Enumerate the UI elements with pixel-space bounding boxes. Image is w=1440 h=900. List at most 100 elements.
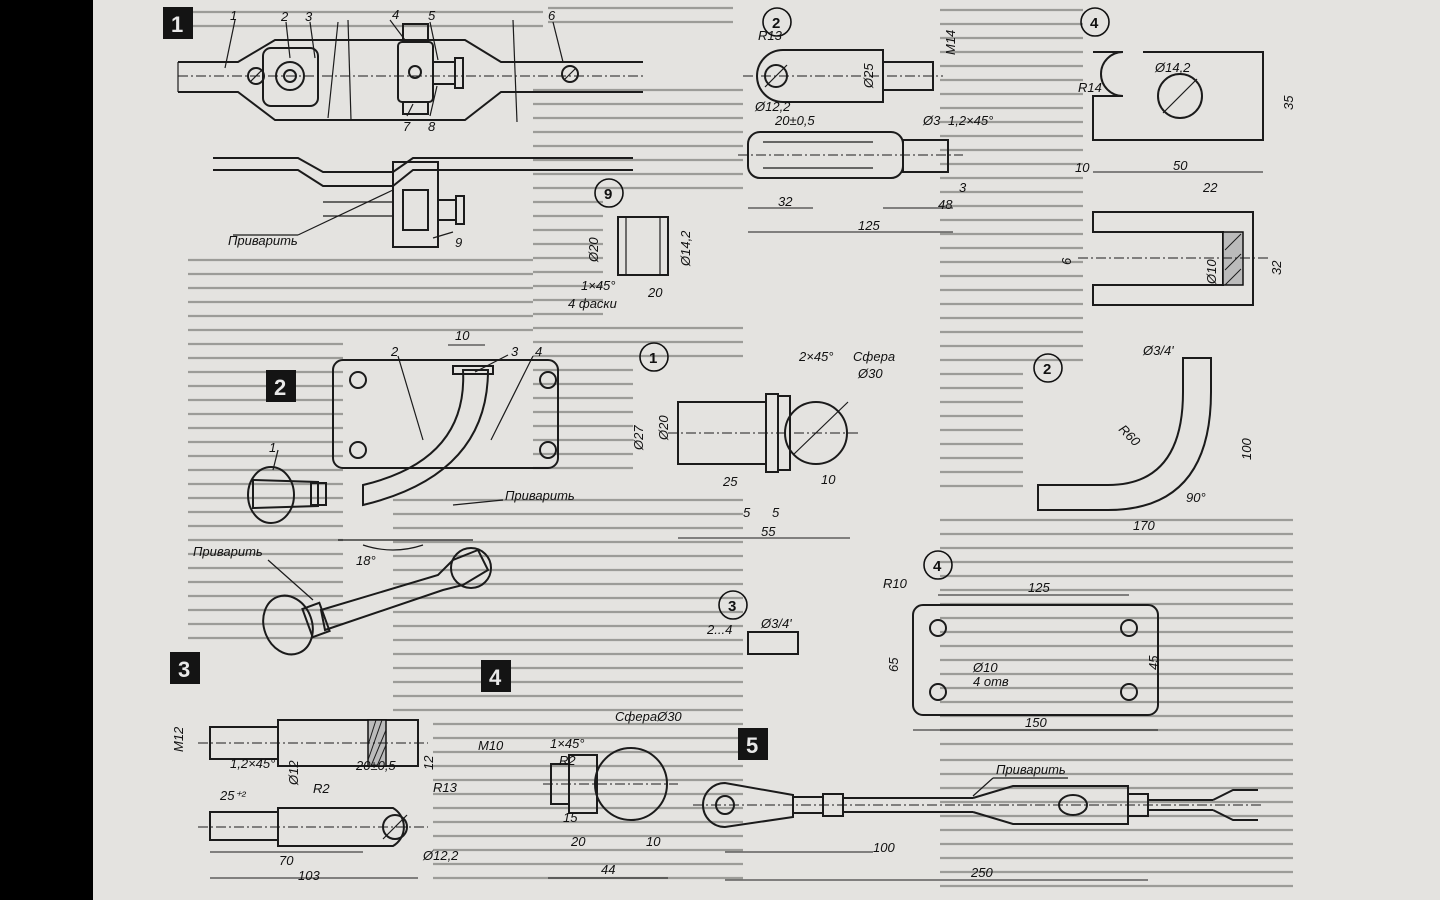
dim-d20c: Ø20 xyxy=(656,415,671,441)
dim-ch12x45-top: 1,2×45° xyxy=(948,113,993,128)
section-4-marker xyxy=(481,660,511,692)
section-1-assembly: 1 1 2 3 4 5 6 7 8 xyxy=(163,7,643,250)
part-8-label: 8 xyxy=(428,119,436,134)
dim-d10b: Ø10 xyxy=(972,660,998,675)
detail-2-bent-pipe: 2 Ø3/4' R60 100 170 90° xyxy=(1033,343,1254,533)
dim-d12_2: Ø12,2 xyxy=(754,99,791,114)
bar-top-edge xyxy=(178,39,643,63)
section-5-marker xyxy=(738,728,768,760)
part-7-label: 7 xyxy=(403,119,411,134)
detail-3-pipe: 3 2...4 Ø3/4' xyxy=(706,590,799,655)
s2-part-2-label: 2 xyxy=(390,344,399,359)
dim-r2: R2 xyxy=(313,781,330,796)
part-9-label: 9 xyxy=(455,235,462,250)
dim-20b: 20 xyxy=(570,834,586,849)
detail-1-label: 1 xyxy=(649,350,657,367)
dim-m14: M14 xyxy=(943,30,958,55)
bushing-body xyxy=(617,216,669,276)
dim-d14_2b: Ø14,2 xyxy=(678,230,693,267)
detail-2-top-label: 2 xyxy=(772,15,780,32)
detail-1-ball-pin: 1 2×45° Сфера Ø30 Ø27 Ø20 25 10 5 5 55 xyxy=(631,342,895,539)
clevis-front xyxy=(756,49,884,103)
dim-10b: 10 xyxy=(821,472,836,487)
dim-100: 100 xyxy=(1239,438,1254,460)
section-1-label: 1 xyxy=(171,12,183,37)
dim-25p2: 25⁺² xyxy=(219,788,246,803)
dim-50: 50 xyxy=(1173,158,1188,173)
bracket-side xyxy=(392,161,439,248)
bolt-head-right xyxy=(561,65,579,83)
rod-clamp xyxy=(972,785,1129,825)
dim-d3: Ø3 xyxy=(922,113,941,128)
drawing-sheet: 1 1 2 3 4 5 6 7 8 xyxy=(93,0,1440,900)
weld-label-4: Приварить xyxy=(996,762,1066,777)
dim-d3_4: Ø3/4' xyxy=(1142,343,1174,358)
dim-32: 32 xyxy=(778,194,793,209)
bracket-profile xyxy=(1092,211,1254,306)
s2-part-4-label: 4 xyxy=(535,344,542,359)
s2-part-3-label: 3 xyxy=(511,344,519,359)
dim-d14_2: Ø14,2 xyxy=(1154,60,1191,75)
dim-d25: Ø25 xyxy=(861,63,876,89)
weld-label-1: Приварить xyxy=(228,233,298,248)
tow-ball-2 xyxy=(262,594,314,656)
detail-3-label: 3 xyxy=(728,598,736,615)
dim-r2b: R2 xyxy=(559,753,576,768)
tow-ball-1 xyxy=(247,466,295,524)
four-holes: 4 отв xyxy=(973,674,1009,689)
curved-arm xyxy=(362,369,490,507)
bar-bottom-edge xyxy=(178,91,643,121)
technical-drawing: 1 1 2 3 4 5 6 7 8 xyxy=(163,6,1296,888)
clevis-body xyxy=(262,47,319,107)
section-4-part: 4 M10 1×45° R2 СфераØ30 15 20 10 44 xyxy=(478,660,682,879)
dim-10d: 10 xyxy=(646,834,661,849)
dim-ch1x45: 1×45° xyxy=(550,736,584,751)
dim-15: 15 xyxy=(563,810,578,825)
plate-outline xyxy=(1092,51,1264,141)
dim-3: 3 xyxy=(959,180,967,195)
part-6-label: 6 xyxy=(548,8,556,23)
dim-sphere30: СфераØ30 xyxy=(615,709,682,724)
dim-sphere: Сфера xyxy=(853,349,895,364)
dim-r60: R60 xyxy=(1116,422,1144,450)
dim-125b: 125 xyxy=(1028,580,1050,595)
section-5-part: 5 Приварить 100 250 xyxy=(693,728,1263,881)
section-3-part: 3 M12 1,2×45° Ø12 20±0,5 12 25⁺² R2 R13 … xyxy=(170,652,459,883)
mount-plate-outline xyxy=(912,604,1159,716)
detail-9-bushing: 9 Ø20 Ø14,2 1×45° 20 4 фаски xyxy=(568,178,693,311)
towbar-angled-arm xyxy=(319,548,490,632)
dim-150: 150 xyxy=(1025,715,1047,730)
dim-65: 65 xyxy=(886,657,901,672)
dim-ch1x45: 1×45° xyxy=(581,278,615,293)
dim-m12: M12 xyxy=(171,726,186,752)
part-4-label: 4 xyxy=(392,7,399,22)
bar-side-lower xyxy=(213,169,633,187)
detail-4-mount-plate: 4 125 R10 65 45 Ø10 4 отв 150 xyxy=(883,550,1161,731)
angle-18: 18° xyxy=(356,553,376,568)
dim-ch12x45: 1,2×45° xyxy=(230,756,275,771)
dim-r13-top: R13 xyxy=(758,28,783,43)
detail-4-plate-top: 4 Ø14,2 R14 10 50 35 22 6 Ø10 32 xyxy=(1059,7,1296,306)
dim-10: 10 xyxy=(455,328,470,343)
dim-d20: Ø20 xyxy=(586,237,601,263)
dim-20pm05-top: 20±0,5 xyxy=(774,113,815,128)
part-2-label: 2 xyxy=(280,9,289,24)
section-4-label: 4 xyxy=(489,665,502,690)
detail-2-label: 2 xyxy=(1043,361,1051,378)
dim-d3_4b: Ø3/4' xyxy=(760,616,792,631)
center-block xyxy=(397,41,434,103)
clevis-eye xyxy=(277,807,405,847)
dim-d12_2: Ø12,2 xyxy=(422,848,459,863)
bar-side-upper xyxy=(213,157,633,173)
dim-170: 170 xyxy=(1133,518,1155,533)
section-3-marker xyxy=(170,652,200,684)
dim-r10: R10 xyxy=(883,576,908,591)
background-text-lines xyxy=(188,6,1293,888)
detail-4-top-label: 4 xyxy=(1090,15,1099,32)
dim-m10: M10 xyxy=(478,738,504,753)
section-5-label: 5 xyxy=(746,733,758,758)
dim-90deg: 90° xyxy=(1186,490,1206,505)
dim-d30: Ø30 xyxy=(857,366,883,381)
dim-100b: 100 xyxy=(873,840,895,855)
part-1-label: 1 xyxy=(230,8,237,23)
